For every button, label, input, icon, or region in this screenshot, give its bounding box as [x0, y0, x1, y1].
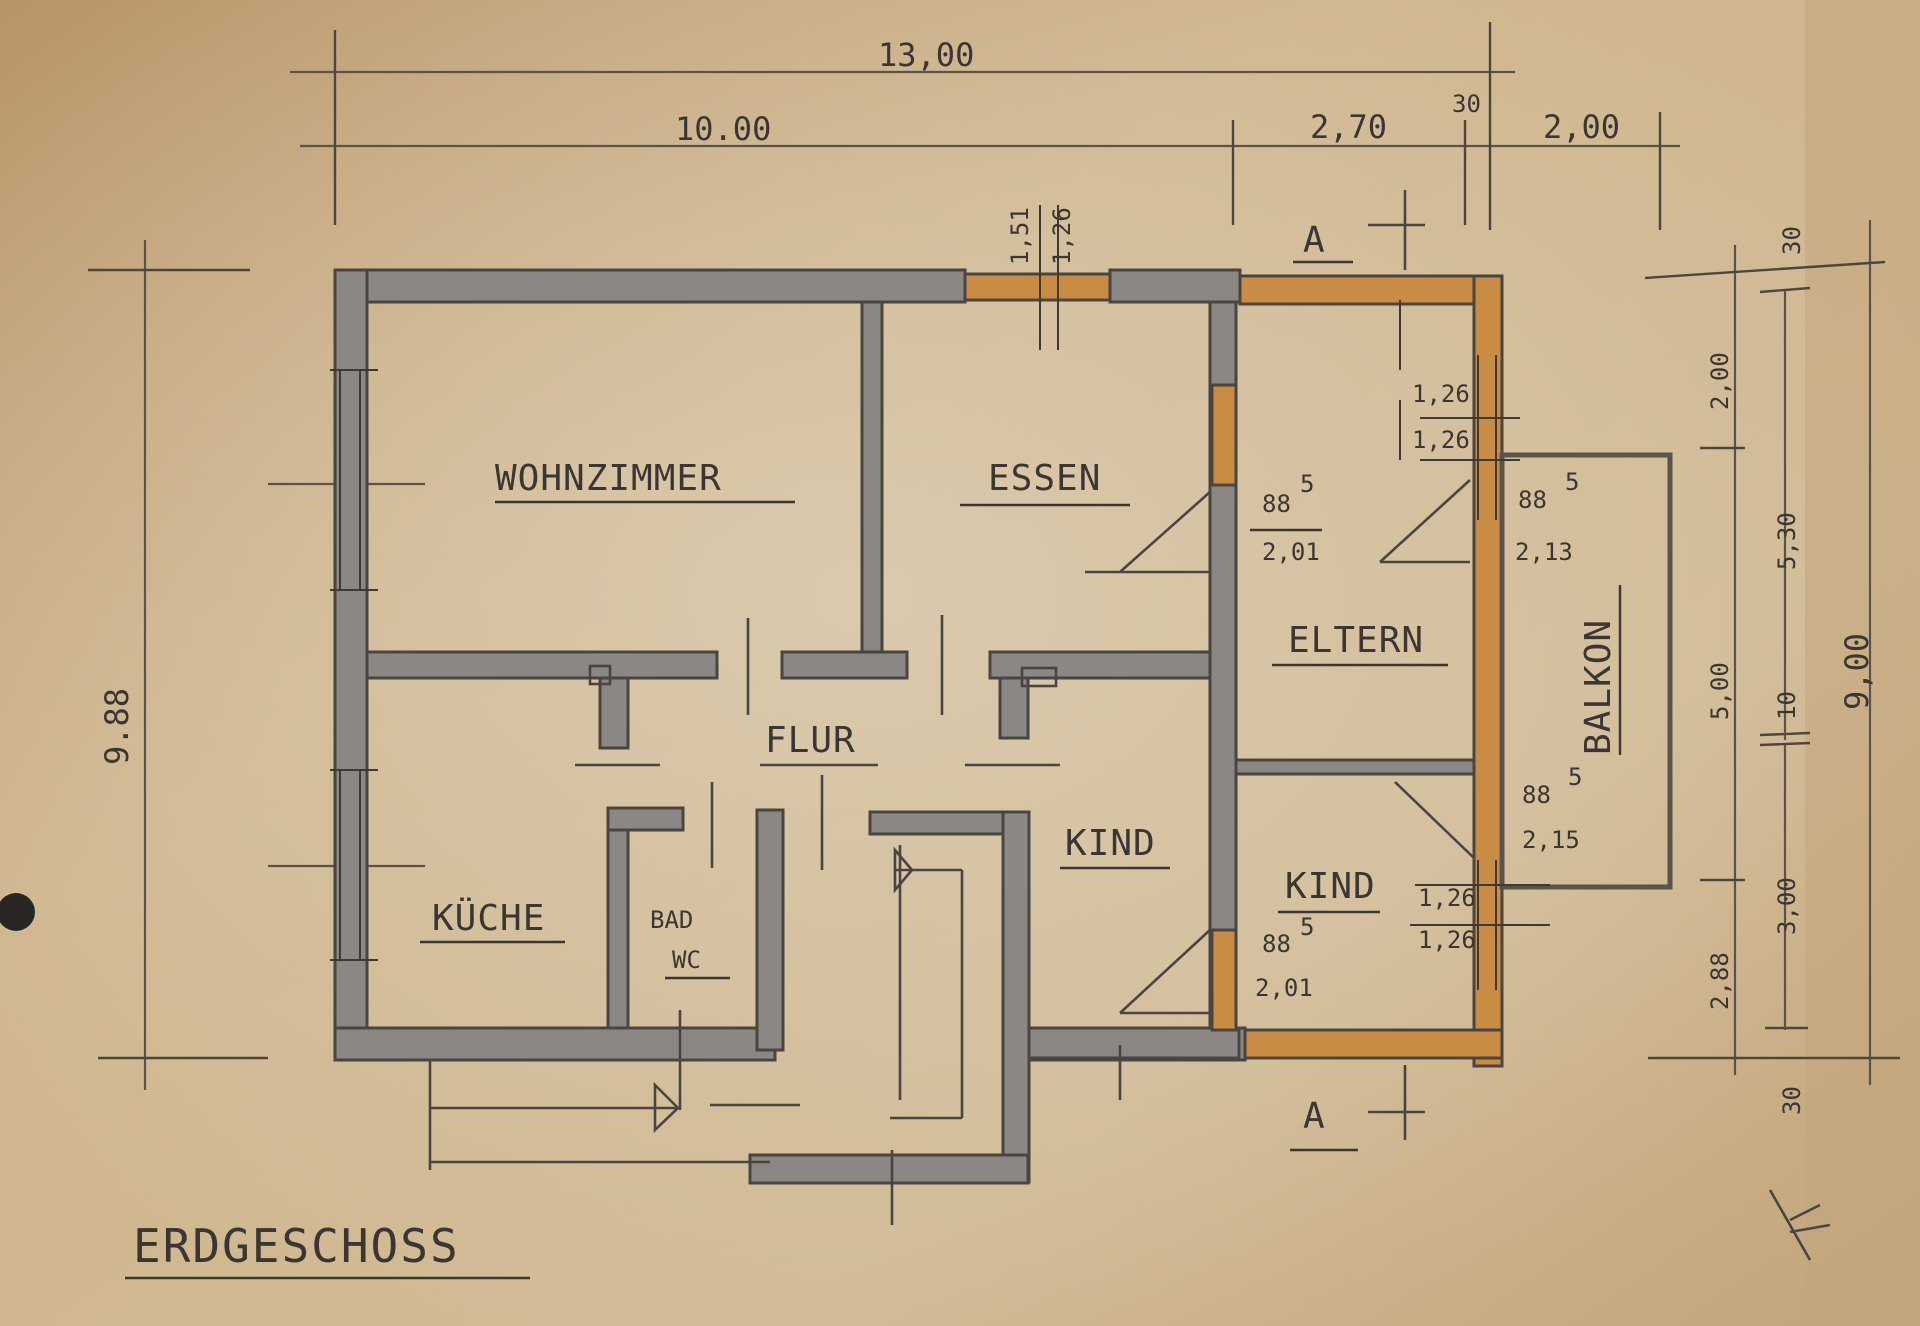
dim-right-bottom: 30: [1778, 1086, 1806, 1115]
dim-right-total: 9,00: [1838, 633, 1876, 710]
paper-fold: [1805, 0, 1920, 1326]
section-mark-top: A: [1303, 220, 1326, 261]
dim-top-window-b: 1,26: [1048, 207, 1076, 265]
punch-hole: [0, 893, 35, 931]
dim-left-width: 10.00: [675, 110, 771, 148]
room-label-wohnzimmer: WOHNZIMMER: [495, 458, 722, 499]
dim-left-height: 9.88: [98, 688, 136, 765]
kind-door-width: 88: [1522, 781, 1551, 809]
kind-window-b: 1,26: [1418, 926, 1476, 954]
door-swings: [575, 479, 1475, 1110]
stair-lines: [428, 190, 1831, 1261]
dim-right-width: 2,00: [1543, 108, 1620, 146]
dim-right-c: 5,00: [1706, 662, 1734, 720]
kind-window-a: 1,26: [1418, 884, 1476, 912]
dim-right-d: 10: [1773, 691, 1801, 720]
dim-gap: 30: [1452, 90, 1481, 118]
section-mark-bottom: A: [1303, 1096, 1326, 1137]
window-marks: [330, 205, 1550, 990]
walls: [333, 268, 1504, 1185]
top-dimension-lines: [290, 22, 1680, 230]
eltern-door-height: 2,13: [1515, 538, 1573, 566]
room-label-essen: ESSEN: [988, 458, 1101, 499]
room-label-kind-1: KIND: [1065, 823, 1156, 864]
dim-right-e: 3,00: [1773, 877, 1801, 935]
essen-door-width: 88: [1262, 490, 1291, 518]
kind-door-height: 2,15: [1522, 826, 1580, 854]
room-label-eltern: ELTERN: [1288, 620, 1424, 661]
dim-top-window-a: 1,51: [1006, 207, 1034, 265]
kind2-door-sup: 5: [1300, 913, 1314, 941]
room-label-wc: WC: [672, 946, 701, 974]
room-label-flur: FLUR: [765, 720, 856, 761]
plan-title: ERDGESCHOSS: [133, 1219, 460, 1273]
eltern-window-b: 1,26: [1412, 426, 1470, 454]
room-label-kind-2: KIND: [1285, 866, 1376, 907]
right-dimension-lines: [1644, 220, 1900, 1085]
eltern-window-a: 1,26: [1412, 380, 1470, 408]
essen-door-height: 2,01: [1262, 538, 1320, 566]
dim-right-f: 2,88: [1706, 952, 1734, 1010]
dim-mid-width: 2,70: [1310, 108, 1387, 146]
room-label-kueche: KÜCHE: [432, 897, 545, 939]
kind-door-sup: 5: [1568, 763, 1582, 791]
room-label-balkon: BALKON: [1578, 619, 1619, 755]
room-label-bad: BAD: [650, 906, 693, 934]
balcony-outline: [1499, 452, 1673, 890]
kind2-door-height: 2,01: [1255, 974, 1313, 1002]
dim-right-b: 5,30: [1773, 512, 1801, 570]
eltern-door-sup: 5: [1565, 468, 1579, 496]
eltern-door-width: 88: [1518, 486, 1547, 514]
essen-door-sup: 5: [1300, 470, 1314, 498]
kind2-door-width: 88: [1262, 930, 1291, 958]
dim-right-top: 30: [1778, 226, 1806, 255]
dim-right-a: 2,00: [1706, 352, 1734, 410]
dim-total-width: 13,00: [878, 36, 974, 74]
